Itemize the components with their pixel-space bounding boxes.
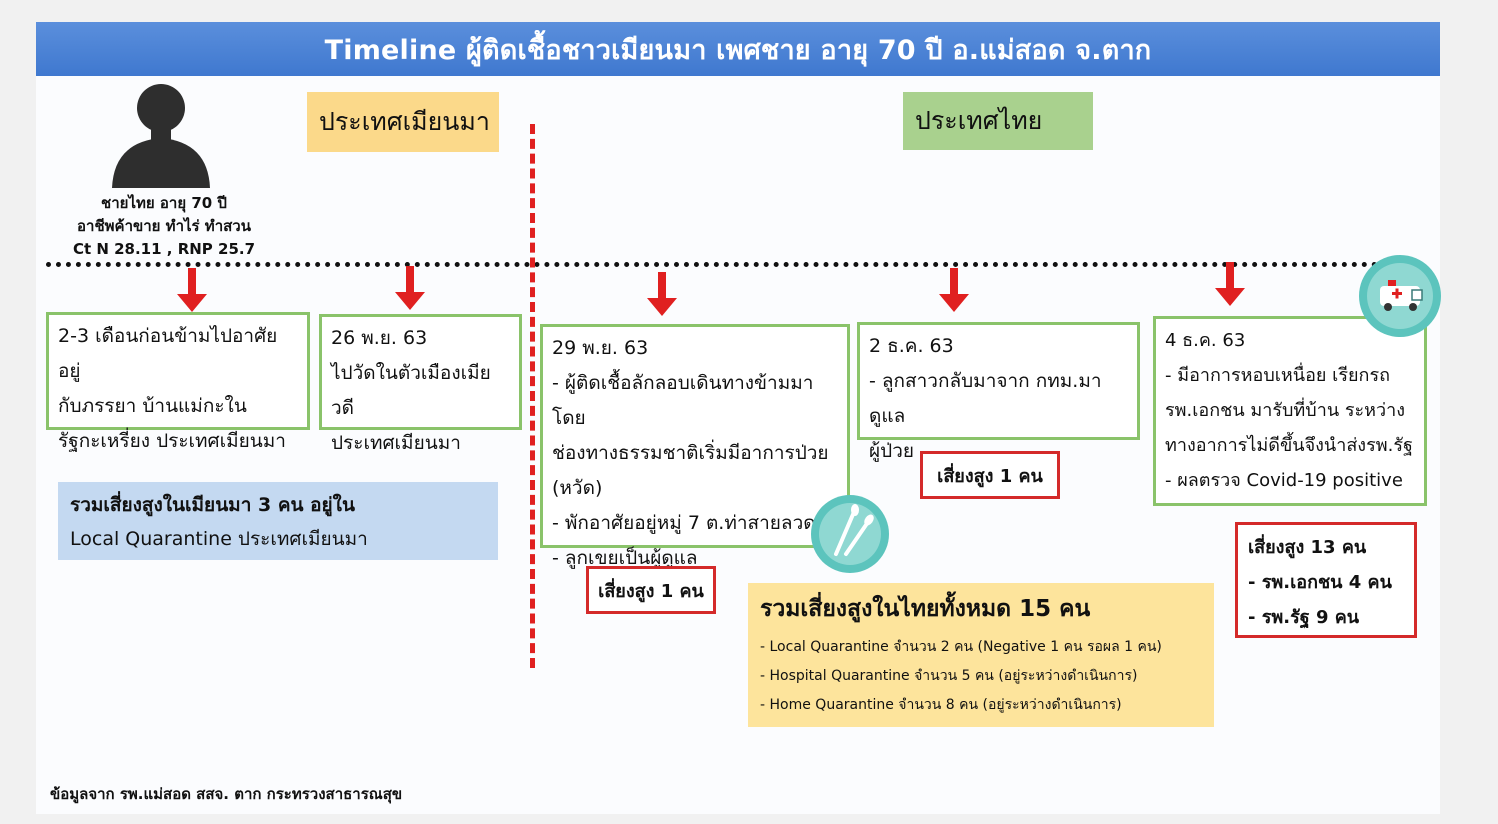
risk-box-event-4: เสี่ยงสูง 1 คน <box>920 451 1060 499</box>
arrow-down-icon <box>939 268 969 312</box>
event-box-4: 2 ธ.ค. 63 - ลูกสาวกลับมาจาก กทม.มาดูแล ผ… <box>857 322 1140 462</box>
ambulance-icon <box>1359 255 1441 337</box>
myanmar-risk-summary: รวมเสี่ยงสูงในเมียนมา 3 คน อยู่ใน Local … <box>58 482 498 560</box>
border-divider-line <box>530 124 535 668</box>
event-4-line: 2 ธ.ค. 63 <box>869 335 954 357</box>
event-4-line: - ลูกสาวกลับมาจาก กทม.มาดูแล <box>869 370 1102 427</box>
event-3-line: ช่องทางธรรมชาติเริ่มมีอาการป่วย <box>552 442 829 464</box>
risk-box-event-5: เสี่ยงสูง 13 คน - รพ.เอกชน 4 คน - รพ.รัฐ… <box>1235 522 1417 638</box>
thailand-summary-title: รวมเสี่ยงสูงในไทยทั้งหมด 15 คน <box>760 596 1091 622</box>
event-3-line: - ลูกเขยเป็นผู้ดูแล <box>552 547 698 569</box>
patient-info: ชายไทย อายุ 70 ปี อาชีพค้าขาย ทำไร่ ทำสว… <box>46 192 282 261</box>
event-1-line: รัฐกะเหรี่ยง ประเทศเมียนมา <box>58 430 286 452</box>
event-2-line: ประเทศเมียนมา <box>331 432 461 454</box>
risk-e5-line: - รพ.รัฐ 9 คน <box>1248 607 1360 628</box>
arrow-down-icon <box>647 272 677 316</box>
event-1-line: 2-3 เดือนก่อนข้ามไปอาศัยอยู่ <box>58 325 278 382</box>
event-box-2: 26 พ.ย. 63 ไปวัดในตัวเมืองเมียวดี ประเทศ… <box>319 314 522 454</box>
myanmar-summary-line: รวมเสี่ยงสูงในเมียนมา 3 คน อยู่ใน <box>70 494 355 516</box>
arrow-down-icon <box>1215 262 1245 306</box>
source-footer: ข้อมูลจาก รพ.แม่สอด สสจ. ตาก กระทรวงสาธา… <box>50 785 403 803</box>
event-2-line: 26 พ.ย. 63 <box>331 327 428 349</box>
person-icon <box>112 84 210 188</box>
patient-info-line1: ชายไทย อายุ 70 ปี <box>101 194 227 212</box>
event-3-line: 29 พ.ย. 63 <box>552 337 649 359</box>
event-5-line: - ผลตรวจ Covid-19 positive <box>1165 470 1403 491</box>
swab-test-icon <box>811 495 889 573</box>
myanmar-summary-line: Local Quarantine ประเทศเมียนมา <box>70 528 368 550</box>
thailand-summary-line: - Local Quarantine จำนวน 2 คน (Negative … <box>760 639 1162 655</box>
event-5-line: ทางอาการไม่ดีขึ้นจึงนำส่งรพ.รัฐ <box>1165 435 1413 456</box>
event-box-1: 2-3 เดือนก่อนข้ามไปอาศัยอยู่ กับภรรยา บ้… <box>46 312 310 452</box>
thailand-summary-line: - Hospital Quarantine จำนวน 5 คน (อยู่ระ… <box>760 668 1138 684</box>
arrow-down-icon <box>177 268 207 312</box>
risk-e5-line: เสี่ยงสูง 13 คน <box>1248 537 1367 558</box>
country-label-myanmar: ประเทศเมียนมา <box>307 92 499 152</box>
event-5-line: - มีอาการหอบเหนื่อย เรียกรถ <box>1165 365 1391 386</box>
event-3-line: - พักอาศัยอยู่หมู่ 7 ต.ท่าสายลวด <box>552 512 816 534</box>
event-box-3: 29 พ.ย. 63 - ผู้ติดเชื้อลักลอบเดินทางข้า… <box>540 324 850 569</box>
event-3-line: - ผู้ติดเชื้อลักลอบเดินทางข้ามมาโดย <box>552 372 814 429</box>
event-2-line: ไปวัดในตัวเมืองเมียวดี <box>331 362 491 419</box>
thailand-summary-line: - Home Quarantine จำนวน 8 คน (อยู่ระหว่า… <box>760 697 1122 713</box>
event-3-line: (หวัด) <box>552 477 603 499</box>
event-5-line: 4 ธ.ค. 63 <box>1165 330 1246 351</box>
event-4-line: ผู้ป่วย <box>869 440 914 462</box>
thailand-risk-summary: รวมเสี่ยงสูงในไทยทั้งหมด 15 คน - Local Q… <box>748 583 1214 727</box>
event-1-line: กับภรรยา บ้านแม่กะใน <box>58 395 247 417</box>
event-5-line: รพ.เอกชน มารับที่บ้าน ระหว่าง <box>1165 400 1406 421</box>
event-box-5: 4 ธ.ค. 63 - มีอาการหอบเหนื่อย เรียกรถ รพ… <box>1153 316 1427 506</box>
patient-info-line2: อาชีพค้าขาย ทำไร่ ทำสวน <box>77 217 251 235</box>
page-title: Timeline ผู้ติดเชื้อชาวเมียนมา เพศชาย อา… <box>36 22 1440 76</box>
country-label-thailand: ประเทศไทย <box>903 92 1093 150</box>
timeline-dotted-line <box>46 262 1418 267</box>
patient-info-line3: Ct N 28.11 , RNP 25.7 <box>72 240 256 258</box>
risk-e5-line: - รพ.เอกชน 4 คน <box>1248 572 1392 593</box>
risk-box-event-3: เสี่ยงสูง 1 คน <box>586 566 716 614</box>
arrow-down-icon <box>395 266 425 310</box>
